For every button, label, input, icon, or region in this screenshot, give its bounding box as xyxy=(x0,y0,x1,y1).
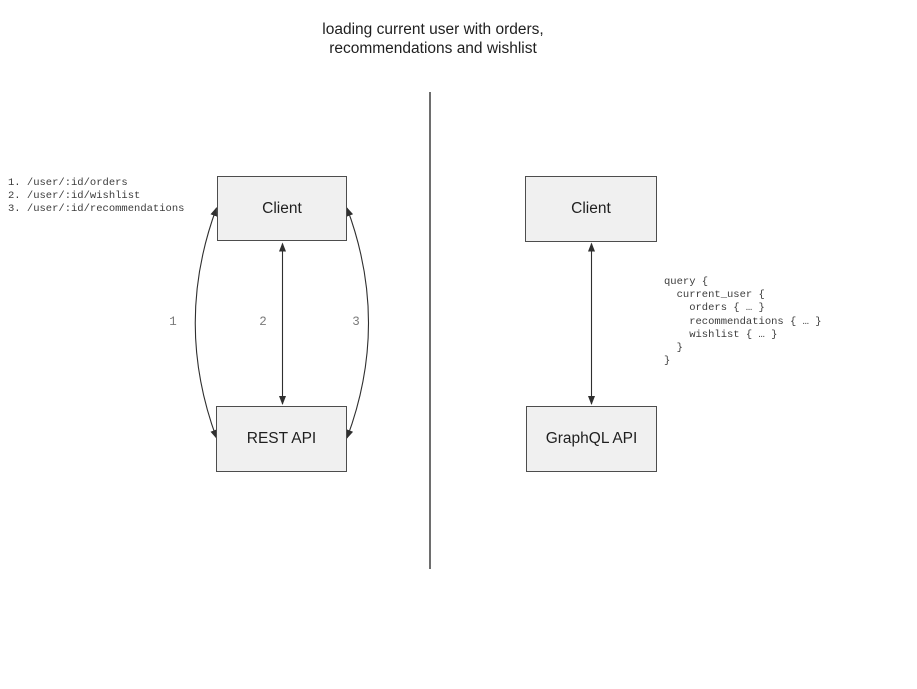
client-box-graphql: Client xyxy=(525,176,657,242)
client-box-rest: Client xyxy=(217,176,347,241)
diagram-title: loading current user with orders, recomm… xyxy=(322,21,544,57)
arrow-label-1: 1 xyxy=(169,315,177,329)
rest-arrow-recommendations xyxy=(346,207,370,439)
graphql-query-code: query { current_user { orders { … } reco… xyxy=(664,276,822,368)
query-line: } xyxy=(664,355,671,368)
endpoint-line: 2. /user/:id/wishlist xyxy=(8,190,141,203)
arrow-label-3: 3 xyxy=(352,315,360,329)
query-line: current_user { xyxy=(664,289,765,302)
rest-arrow-orders xyxy=(194,207,218,439)
rest-api-box-label: REST API xyxy=(246,430,317,447)
arrow-label-2: 2 xyxy=(259,315,267,329)
divider-line xyxy=(429,92,431,569)
client-box-graphql-label: Client xyxy=(571,200,611,217)
graphql-api-box-label: GraphQL API xyxy=(545,430,638,447)
query-line: wishlist { … } xyxy=(664,328,778,341)
query-line: query { xyxy=(664,276,709,288)
query-line: recommendations { … } xyxy=(664,315,822,328)
query-line: } xyxy=(664,342,683,355)
graphql-api-box: GraphQL API xyxy=(526,406,657,472)
query-line: orders { … } xyxy=(664,302,765,315)
endpoint-line: 3. /user/:id/recommendations xyxy=(8,203,185,216)
endpoint-line: 1. /user/:id/orders xyxy=(8,177,128,189)
client-box-rest-label: Client xyxy=(262,199,302,217)
rest-endpoints-list: 1. /user/:id/orders 2. /user/:id/wishlis… xyxy=(8,177,184,217)
rest-api-box: REST API xyxy=(216,406,347,472)
